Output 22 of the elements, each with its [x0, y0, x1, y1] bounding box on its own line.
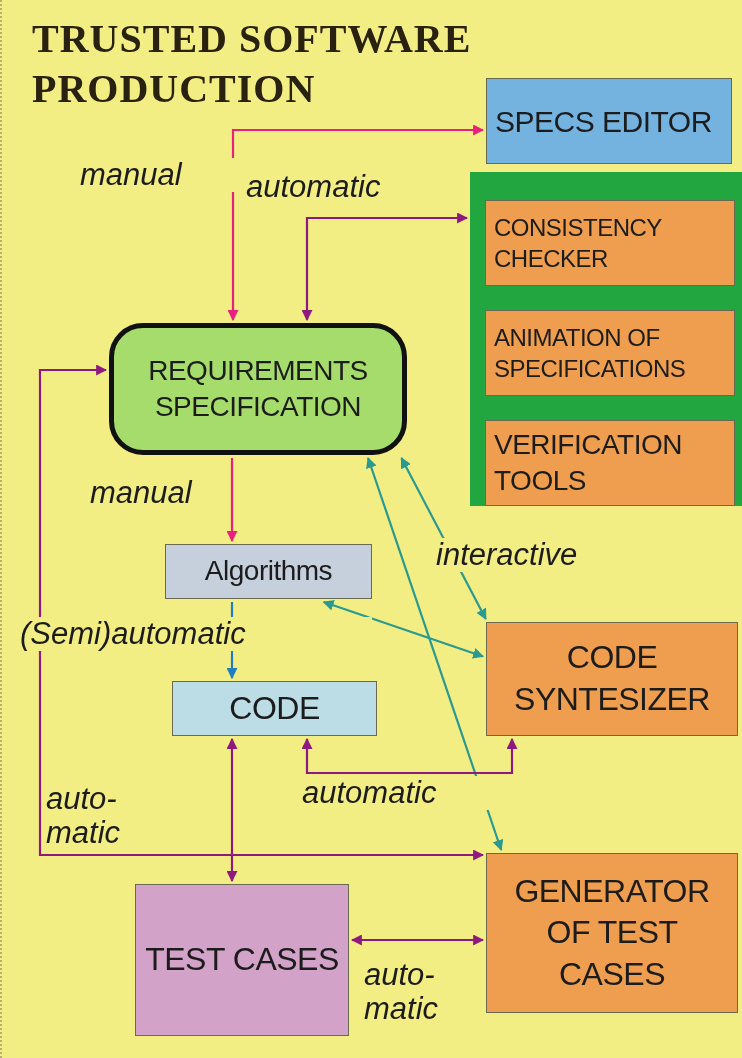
- diagram-title: TRUSTED SOFTWARE PRODUCTION: [32, 15, 473, 113]
- process-box: REQUIREMENTS SPECIFICATION: [109, 323, 407, 455]
- arrow: [227, 124, 485, 322]
- process-box: CONSISTENCY CHECKER: [485, 200, 735, 286]
- process-box: GENERATOR OF TEST CASES: [486, 853, 738, 1013]
- process-box: CODE SYNTESIZER: [486, 622, 738, 736]
- process-box: TEST CASES: [135, 884, 349, 1036]
- process-box: SPECS EDITOR: [486, 78, 732, 164]
- arrow: [38, 364, 485, 861]
- arrow: [301, 212, 469, 322]
- edge-label: (Semi)automatic: [18, 617, 372, 652]
- arrow: [366, 456, 504, 852]
- process-box: CODE: [172, 681, 377, 736]
- process-box: ANIMATION OF SPECIFICATIONS: [485, 310, 735, 396]
- arrow: [226, 737, 238, 883]
- arrow: [301, 737, 518, 775]
- arrow: [322, 600, 485, 659]
- process-box: VERIFICATION TOOLS: [485, 420, 735, 506]
- process-box: Algorithms: [165, 544, 372, 599]
- arrow: [226, 458, 238, 543]
- tool-group-panel: [470, 172, 742, 506]
- arrow: [350, 934, 485, 946]
